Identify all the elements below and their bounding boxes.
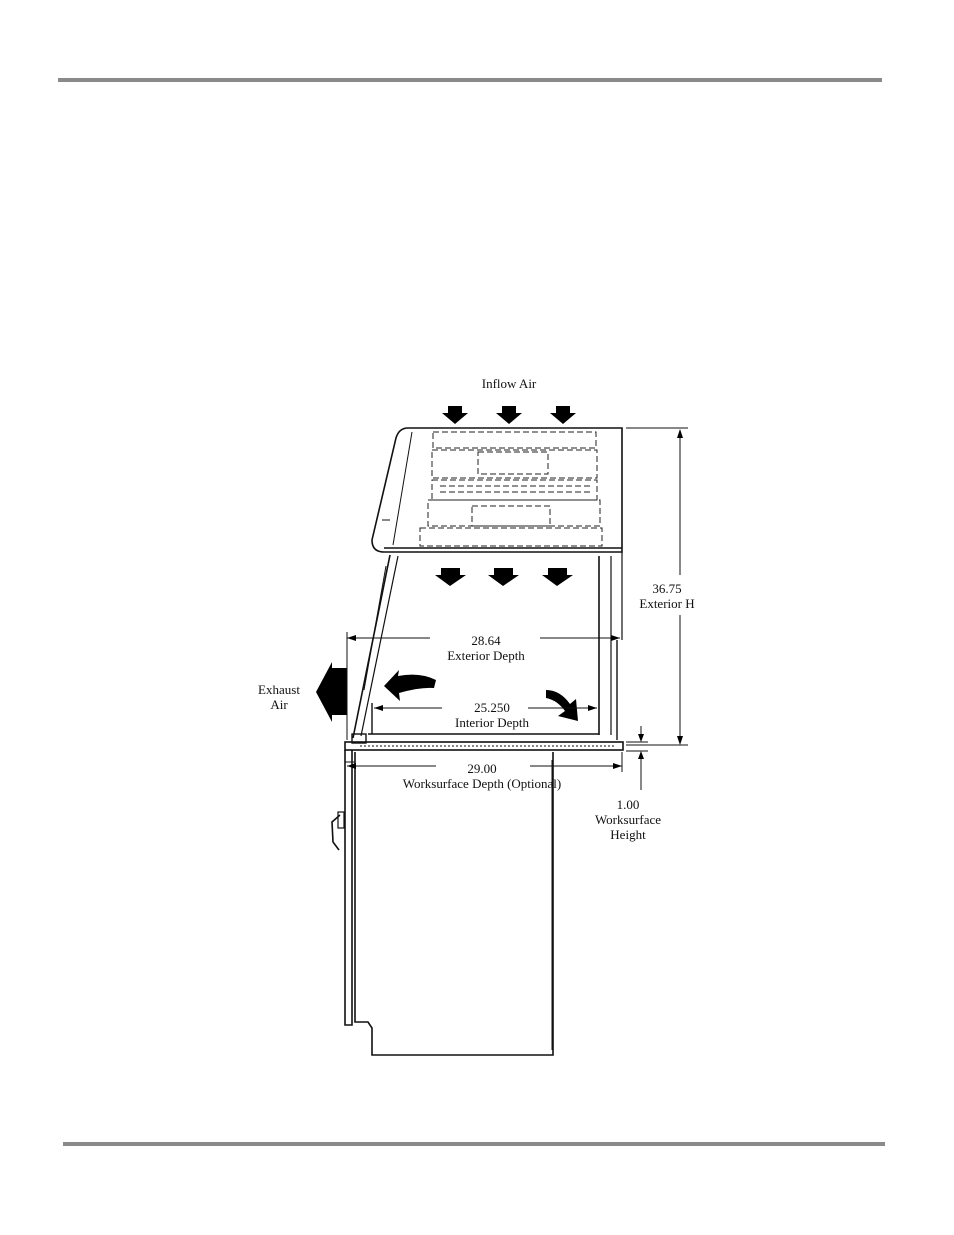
- interior-depth-label: Interior Depth: [455, 715, 530, 730]
- inflow-arrows: [442, 406, 576, 424]
- exterior-depth-label: Exterior Depth: [447, 648, 525, 663]
- dimension-worksurface-height: [626, 726, 648, 790]
- cabinet-outline: [332, 428, 623, 1055]
- front-grille-arrow: [384, 670, 436, 701]
- downflow-arrow-3: [542, 568, 573, 586]
- exterior-height-value: 36.75: [652, 581, 681, 596]
- inflow-arrow-3: [550, 406, 576, 424]
- internal-components: [420, 432, 602, 546]
- exterior-depth-value: 28.64: [471, 633, 501, 648]
- interior-depth-value: 25.250: [474, 700, 510, 715]
- inflow-air-label: Inflow Air: [482, 376, 537, 391]
- downflow-arrow-1: [435, 568, 466, 586]
- exterior-height-label: Exterior H: [639, 596, 694, 611]
- exhaust-arrow: [316, 662, 347, 722]
- worksurface-height-label-line1: Worksurface: [595, 812, 661, 827]
- worksurface-depth-label: Worksurface Depth (Optional): [403, 776, 562, 791]
- exhaust-air-label-line2: Air: [270, 697, 288, 712]
- worksurface-depth-value: 29.00: [467, 761, 496, 776]
- exhaust-air-label-line1: Exhaust: [258, 682, 300, 697]
- inflow-arrow-2: [496, 406, 522, 424]
- worksurface-height-value: 1.00: [617, 797, 640, 812]
- downflow-arrows: [435, 568, 573, 586]
- downflow-arrow-2: [488, 568, 519, 586]
- worksurface-height-label-line2: Height: [610, 827, 646, 842]
- inflow-arrow-1: [442, 406, 468, 424]
- rear-grille-arrow: [546, 690, 578, 721]
